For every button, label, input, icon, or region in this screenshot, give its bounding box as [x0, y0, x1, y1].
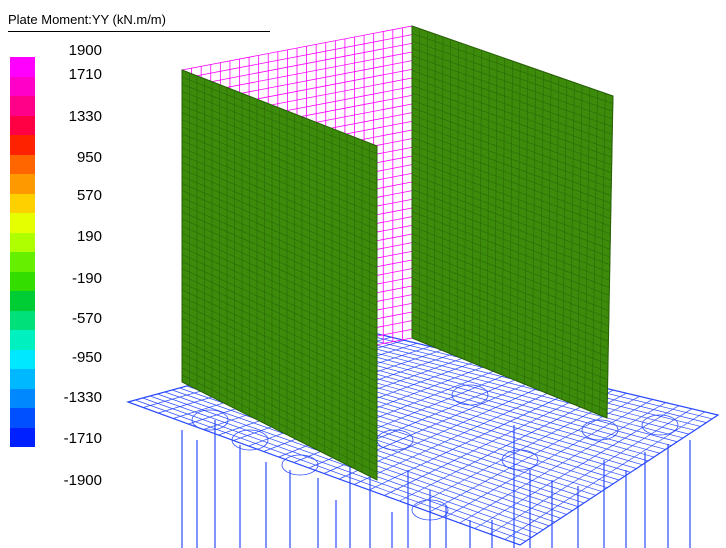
legend-swatch	[10, 310, 35, 330]
legend-swatch	[10, 369, 35, 389]
legend-swatch	[10, 154, 35, 174]
legend-tick-label: 190	[76, 228, 102, 245]
legend-swatch	[10, 115, 35, 135]
legend-tick-label: -950	[71, 349, 102, 366]
legend-tick-label: 1330	[68, 108, 102, 125]
legend-swatch	[10, 232, 35, 252]
legend-swatch	[10, 252, 35, 272]
legend-tick-label: 1710	[68, 66, 102, 83]
legend-swatch	[10, 193, 35, 213]
legend-swatch	[10, 388, 35, 408]
legend-swatch	[10, 330, 35, 350]
legend-swatch	[10, 271, 35, 291]
legend-swatch	[10, 174, 35, 194]
legend-swatch	[10, 96, 35, 116]
legend-tick-label: -1330	[63, 389, 102, 406]
legend-tick-label: -190	[71, 270, 102, 287]
legend-swatch	[10, 213, 35, 233]
legend-tick-label: 1900	[68, 42, 102, 59]
legend-swatch	[10, 408, 35, 428]
legend-tick-label: -1900	[63, 472, 102, 489]
legend-swatch	[10, 57, 35, 77]
legend-tick-label: 950	[76, 149, 102, 166]
right-wall-plate	[411, 25, 614, 419]
legend-color-scale	[10, 57, 35, 447]
legend-title: Plate Moment:YY (kN.m/m)	[8, 12, 166, 27]
legend-tick-label: -570	[71, 310, 102, 327]
legend-swatch	[10, 427, 35, 447]
legend-swatch	[10, 135, 35, 155]
legend-swatch	[10, 76, 35, 96]
legend-swatch	[10, 349, 35, 369]
left-wall-plate	[181, 69, 378, 481]
legend-tick-label: 570	[76, 187, 102, 204]
legend-title-underline	[8, 31, 270, 32]
legend-swatch	[10, 291, 35, 311]
legend-tick-label: -1710	[63, 430, 102, 447]
